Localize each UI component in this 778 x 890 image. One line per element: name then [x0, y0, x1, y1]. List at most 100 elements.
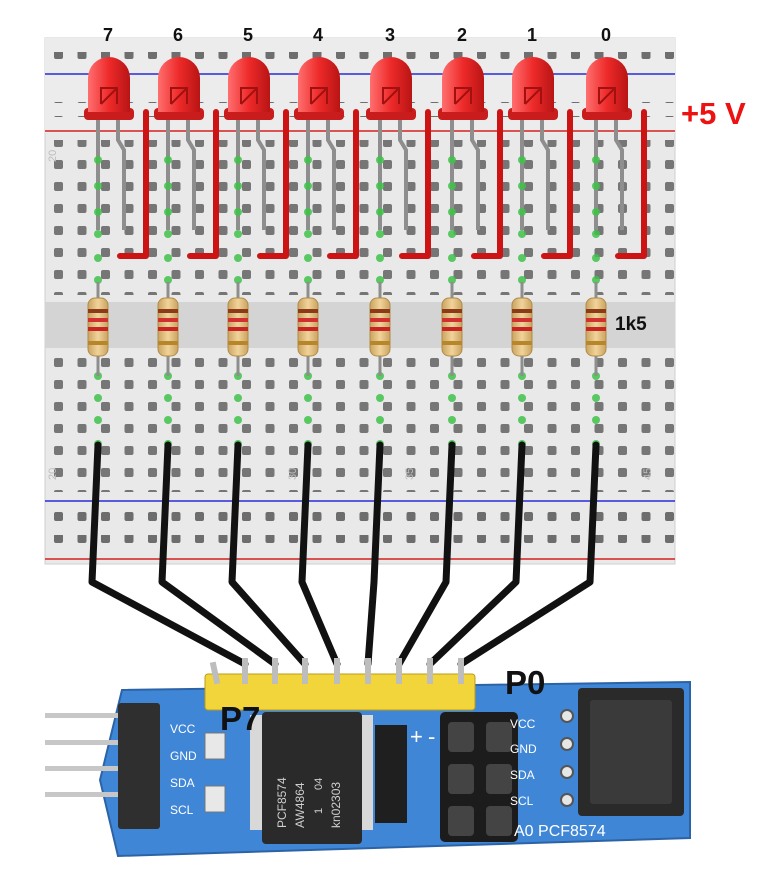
resistor-band: [370, 318, 390, 322]
led-number-label: 4: [313, 25, 323, 45]
active-hole: [448, 182, 456, 190]
active-hole: [94, 208, 102, 216]
supply-wire: [399, 109, 431, 259]
resistor-band: [512, 318, 532, 322]
supply-label: +5 V: [681, 96, 746, 131]
header-pin: [396, 658, 402, 684]
column-number: 20: [47, 150, 59, 162]
active-hole: [94, 230, 102, 238]
column-number: 20: [47, 468, 59, 480]
led-stage: 6: [154, 25, 219, 448]
led-leg: [326, 118, 336, 230]
led-die: [310, 87, 328, 105]
active-hole: [164, 182, 172, 190]
header-pin: [242, 658, 248, 684]
signal-wire: [457, 441, 600, 668]
resistor-band: [298, 327, 318, 331]
center-channel: [45, 302, 675, 348]
resistor-band: [228, 309, 248, 313]
supply-wire: [327, 109, 359, 259]
led-leg: [116, 118, 126, 230]
led-stage: 3: [366, 25, 431, 448]
signal-wires: [88, 441, 600, 668]
resistor-band: [88, 341, 108, 345]
resistor-band: [158, 327, 178, 331]
signal-wire: [158, 441, 279, 668]
led-leg: [614, 118, 624, 230]
led-leg: [540, 118, 550, 230]
led-die: [598, 87, 616, 105]
led-icon: [370, 57, 412, 112]
led-icon: [158, 57, 200, 112]
led-stage: 2: [438, 25, 503, 448]
active-hole: [164, 208, 172, 216]
active-hole: [518, 416, 526, 424]
led-icon: [512, 57, 554, 112]
active-hole: [94, 156, 102, 164]
led-die: [170, 87, 188, 105]
jumper-label-plus: +: [410, 724, 423, 749]
led-stage: 4: [294, 25, 359, 448]
active-hole: [518, 208, 526, 216]
first-pin-label: P7: [220, 700, 260, 737]
right-pads: [560, 709, 574, 807]
resistor-band: [370, 341, 390, 345]
active-hole: [518, 276, 526, 284]
active-hole: [376, 254, 384, 262]
chip-marking-4: 04: [313, 778, 325, 790]
active-hole: [518, 254, 526, 262]
led-number-label: 1: [527, 25, 537, 45]
active-hole: [234, 416, 242, 424]
led-icon: [228, 57, 270, 112]
led-number-label: 0: [601, 25, 611, 45]
led-die: [454, 87, 472, 105]
resistor-band: [158, 318, 178, 322]
active-hole: [304, 394, 312, 402]
active-hole: [592, 394, 600, 402]
active-hole: [304, 230, 312, 238]
right-pin-label-vcc: VCC: [510, 717, 536, 731]
active-hole: [94, 394, 102, 402]
active-hole: [376, 276, 384, 284]
resistor-band: [228, 341, 248, 345]
breadboard: 20 20 30 35 45: [44, 37, 676, 565]
led-icon: [442, 57, 484, 112]
right-pin-label-gnd: GND: [510, 742, 537, 756]
resistor-band: [298, 318, 318, 322]
active-hole: [94, 254, 102, 262]
resistor-band: [512, 327, 532, 331]
left-pin-label-gnd: GND: [170, 749, 197, 763]
resistor-band: [158, 309, 178, 313]
resistor-band: [370, 309, 390, 313]
resistor-band: [228, 327, 248, 331]
right-pin-label-sda: SDA: [510, 768, 535, 782]
led-die: [240, 87, 258, 105]
jumper-label-minus: -: [428, 724, 435, 749]
left-pin-header: [45, 703, 160, 829]
supply-wire: [615, 109, 647, 259]
active-hole: [518, 182, 526, 190]
led-leg: [398, 118, 408, 230]
active-hole: [94, 276, 102, 284]
active-hole: [164, 394, 172, 402]
signal-wire: [298, 441, 341, 668]
led-number-label: 6: [173, 25, 183, 45]
left-pin-label-scl: SCL: [170, 803, 194, 817]
active-hole: [234, 230, 242, 238]
active-hole: [164, 230, 172, 238]
supply-wire: [541, 109, 573, 259]
resistor-band: [586, 341, 606, 345]
resistor-band: [298, 341, 318, 345]
active-hole: [164, 156, 172, 164]
resistor-band: [88, 327, 108, 331]
signal-wire: [364, 441, 384, 668]
active-hole: [448, 208, 456, 216]
chip-marking-3: 1: [313, 808, 325, 814]
address-jumpers[interactable]: [440, 712, 518, 842]
resistor-band: [228, 318, 248, 322]
signal-wire: [426, 441, 526, 668]
resistor-band: [512, 309, 532, 313]
active-hole: [376, 416, 384, 424]
active-hole: [592, 416, 600, 424]
